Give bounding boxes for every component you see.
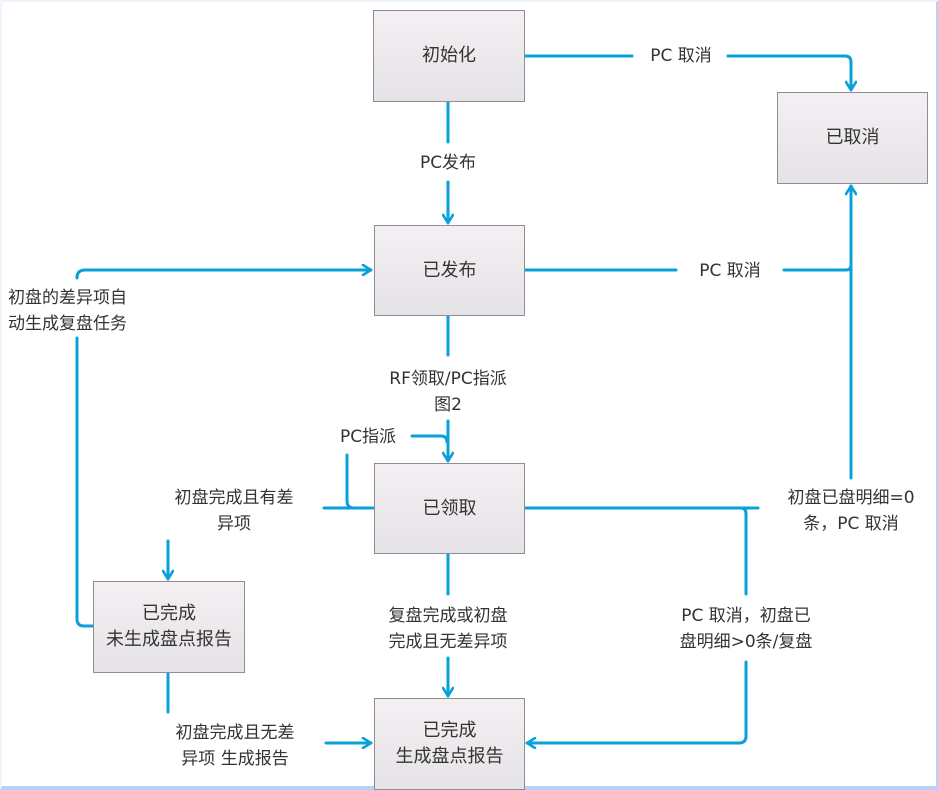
label-claim-to-done-line1: 复盘完成或初盘 [388,606,508,626]
label-claim-to-done: 复盘完成或初盘 完成且无差异项 [376,603,520,655]
edge-claim-cancel-gt0-b [525,660,748,743]
label-claim-cancel-gt0-line2: 盘明细>0条/复盘 [679,632,813,652]
label-claim-zero-cancel: 初盘已盘明细=0 条，PC 取消 [776,485,926,537]
node-done-report-line2: 生成盘点报告 [395,746,504,767]
label-claim-to-done-line2: 完成且无差异项 [388,632,508,652]
label-claim-zero-cancel-line2: 条，PC 取消 [803,514,899,534]
label-init-to-cancel: PC 取消 [636,43,726,69]
label-claim-zero-cancel-line1: 初盘已盘明细=0 [787,488,915,508]
node-cancelled-label: 已取消 [825,127,880,148]
label-init-to-publish-text: PC发布 [419,153,477,173]
node-done-report[interactable]: 已完成 生成盘点报告 [374,698,525,790]
edge-assign-loop [345,453,375,510]
edge-claim-cancel-gt0-a [739,506,748,596]
node-claimed[interactable]: 已领取 [374,463,525,554]
edge-assign [410,434,449,444]
edge-auto-recount-a [75,336,95,628]
label-assign: PC指派 [326,424,410,450]
label-no-report-line1: 初盘完成且无差 [175,723,295,743]
node-done-no-report-line2: 未生成盘点报告 [106,629,232,650]
node-done-no-report[interactable]: 已完成 未生成盘点报告 [93,581,245,673]
node-init-label: 初始化 [422,45,476,66]
edge-init-to-cancel-b [726,54,851,92]
node-published-label: 已发布 [422,259,477,281]
label-init-to-publish: PC发布 [400,150,496,176]
edge-publish-to-cancel-b [782,263,853,272]
label-no-report-to-report: 初盘完成且无差 异项 生成报告 [162,720,308,772]
node-init[interactable]: 初始化 [373,10,525,102]
label-publish-to-cancel-text: PC 取消 [699,261,761,281]
label-auto-recount: 初盘的差异项自 动生成复盘任务 [8,285,158,337]
label-claim-cancel-gt0-line1: PC 取消，初盘已 [681,606,811,626]
label-publish-to-claim: RF领取/PC指派 图2 [370,366,526,418]
label-assign-text: PC指派 [339,427,397,447]
node-cancelled[interactable]: 已取消 [777,92,928,184]
label-publish-to-claim-line1: RF领取/PC指派 [389,369,507,389]
label-claim-cancel-gt0: PC 取消，初盘已 盘明细>0条/复盘 [668,603,824,655]
label-init-to-cancel-text: PC 取消 [650,46,712,66]
label-publish-to-cancel: PC 取消 [680,258,780,284]
label-claim-diff-line2: 异项 [217,514,251,534]
node-published[interactable]: 已发布 [374,225,525,316]
node-done-report-line1: 已完成 [422,720,477,741]
node-claimed-label: 已领取 [422,497,477,519]
label-publish-to-claim-line2: 图2 [434,395,462,415]
label-claim-diff-line1: 初盘完成且有差 [174,488,294,508]
node-done-no-report-line1: 已完成 [142,603,196,624]
label-auto-recount-line2: 动生成复盘任务 [8,314,127,334]
edge-auto-recount-b [75,270,373,280]
label-auto-recount-line1: 初盘的差异项自 [8,288,127,308]
label-no-report-line2: 异项 生成报告 [181,749,289,769]
label-claim-diff: 初盘完成且有差 异项 [162,485,306,537]
